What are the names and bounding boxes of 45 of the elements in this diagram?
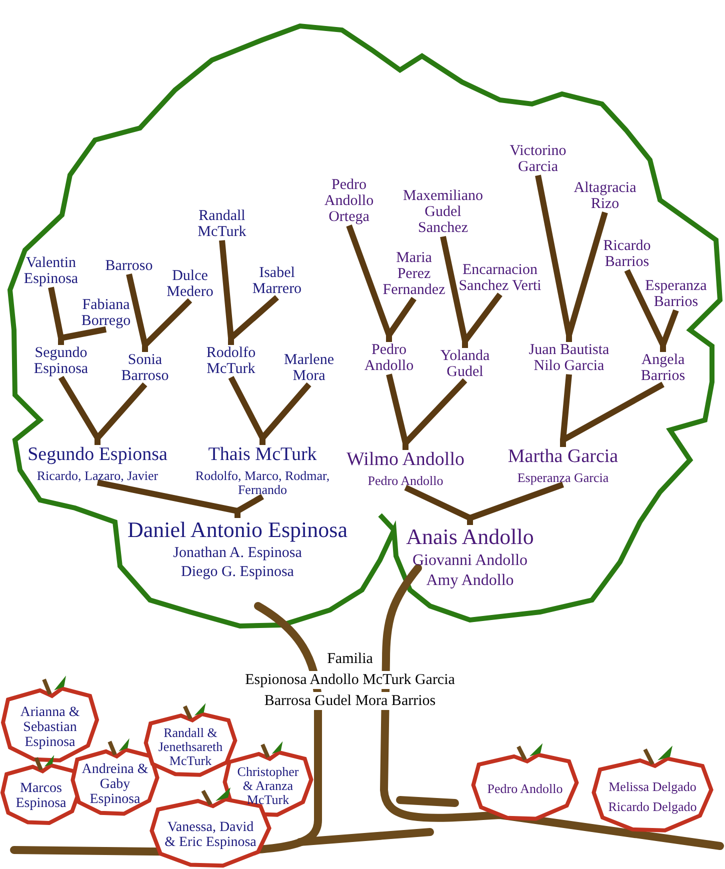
- person-name: Altagracia Rizo: [572, 180, 638, 212]
- person-name: Encarnacion Sanchez Verti: [458, 262, 542, 294]
- person-name: Marcos Espinosa: [14, 781, 68, 812]
- family-members: Esperanza Garcia: [516, 470, 610, 485]
- person-name: Segundo Espionsa: [26, 445, 168, 466]
- person-name: Barroso: [104, 258, 154, 274]
- family-members: Rodolfo, Marco, Rodmar, Fernando: [194, 468, 331, 497]
- person-name: Randall McTurk: [196, 208, 248, 240]
- family-members: Ricardo Delgado: [607, 800, 698, 814]
- person-name: Fabiana Borrego: [80, 297, 132, 330]
- person-name: Randall & Jenethsareth McTurk: [157, 726, 224, 768]
- person-name: Melissa Delgado: [608, 780, 698, 794]
- person-name: Valentin Espinosa: [22, 255, 80, 288]
- person-name: Arianna & Sebastian Espinosa: [19, 704, 81, 750]
- person-name: Dulce Medero: [166, 268, 214, 300]
- family-members: Amy Andollo: [425, 572, 515, 590]
- person-name: Maxemiliano Gudel Sanchez: [402, 188, 484, 237]
- person-name: Juan Bautista Nilo Garcia: [528, 342, 610, 374]
- family-members: Giovanni Andollo: [411, 552, 529, 570]
- person-name: Yolanda Gudel: [439, 348, 491, 380]
- person-name: Maria Perez Fernandez: [382, 250, 446, 299]
- person-name: Segundo Espinosa: [32, 345, 90, 378]
- person-name: Vanessa, David & Eric Espinosa: [164, 820, 258, 850]
- person-name: Rodolfo McTurk: [205, 345, 257, 378]
- person-name: Anais Andollo: [405, 525, 535, 549]
- person-name: Martha Garcia: [506, 447, 620, 468]
- person-name: Pedro Andollo: [486, 782, 564, 796]
- person-name: Angela Barrios: [640, 352, 686, 384]
- family-members: Jonathan A. Espinosa: [172, 544, 303, 561]
- person-name: Esperanza Barrios: [644, 278, 708, 310]
- person-name: Thais McTurk: [207, 445, 318, 466]
- family-members: Diego G. Espinosa: [180, 564, 295, 580]
- person-name: Christopher & Aranza McTurk: [236, 764, 300, 808]
- person-name: Pedro Andollo: [363, 342, 415, 374]
- person-name: Victorino Garcia: [508, 143, 568, 176]
- person-name: Ricardo Barrios: [602, 238, 652, 270]
- person-name: Daniel Antonio Espinosa: [126, 518, 348, 542]
- person-name: Andreina & Gaby Espinosa: [80, 762, 150, 807]
- person-name: Isabel Marrero: [251, 265, 303, 298]
- person-name: Pedro Andollo Ortega: [323, 177, 375, 226]
- person-name: Marlene Mora: [283, 352, 335, 384]
- family-members: Pedro Andollo: [366, 474, 444, 488]
- person-name: Sonia Barroso: [120, 352, 170, 384]
- family-members: Ricardo, Lazaro, Javier: [36, 468, 160, 483]
- person-name: Wilmo Andollo: [346, 450, 466, 471]
